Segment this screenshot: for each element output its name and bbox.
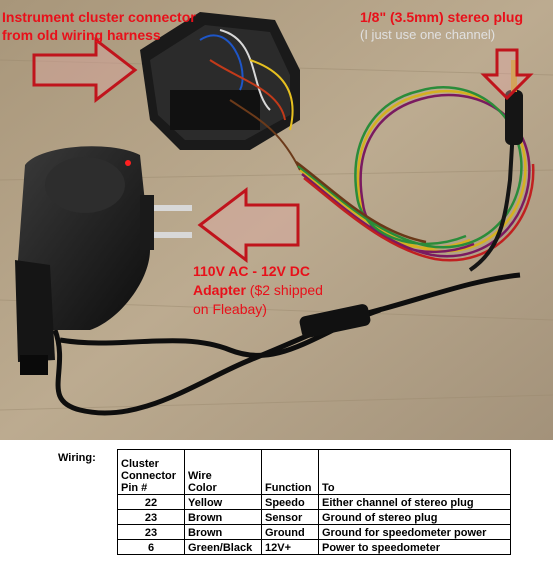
table-row: 23 Brown Ground Ground for speedometer p… (117, 524, 511, 540)
header-function: Function (261, 449, 319, 495)
cell-to: Either channel of stereo plug (318, 494, 511, 510)
cell-color: Yellow (184, 494, 262, 510)
cell-function: Speedo (261, 494, 319, 510)
adapter-label-line1: 110V AC - 12V DC (193, 263, 310, 279)
cell-pin: 22 (117, 494, 185, 510)
wiring-photo: Instrument cluster connector from old wi… (0, 0, 553, 440)
wiring-table: Cluster Connector Pin # Wire Color Funct… (117, 449, 511, 555)
cell-pin: 23 (117, 509, 185, 525)
wiring-header-row: Cluster Connector Pin # Wire Color Funct… (117, 449, 511, 495)
table-row: 23 Brown Sensor Ground of stereo plug (117, 509, 511, 525)
plug-title: 1/8" (3.5mm) stereo plug (360, 9, 524, 25)
wiring-label: Wiring: (58, 452, 96, 464)
cell-pin: 23 (117, 524, 185, 540)
header-pin: Cluster Connector Pin # (117, 449, 185, 495)
cell-function: Sensor (261, 509, 319, 525)
connector-label-line2: from old wiring harness (2, 27, 161, 43)
table-row: 6 Green/Black 12V+ Power to speedometer (117, 539, 511, 555)
cell-color: Brown (184, 524, 262, 540)
connector-label-line1: Instrument cluster connector (2, 9, 196, 25)
arrow-down-icon (480, 48, 534, 101)
header-to: To (318, 449, 511, 495)
adapter-label-line3: on Fleabay) (193, 301, 267, 317)
cell-to: Ground of stereo plug (318, 509, 511, 525)
table-row: 22 Yellow Speedo Either channel of stere… (117, 494, 511, 510)
plug-annotation: 1/8" (3.5mm) stereo plug (I just use one… (360, 8, 523, 44)
plug-note: (I just use one channel) (360, 27, 496, 42)
cell-function: 12V+ (261, 539, 319, 555)
adapter-price: ($2 shipped (245, 282, 323, 298)
adapter-label-bold: Adapter (193, 282, 246, 298)
header-color: Wire Color (184, 449, 262, 495)
connector-annotation: Instrument cluster connector from old wi… (2, 8, 196, 44)
cell-to: Power to speedometer (318, 539, 511, 555)
cell-color: Brown (184, 509, 262, 525)
arrow-right-icon (32, 36, 138, 104)
cell-function: Ground (261, 524, 319, 540)
arrow-left-icon (197, 186, 300, 264)
wall-adapter (15, 146, 192, 375)
cell-to: Ground for speedometer power (318, 524, 511, 540)
cell-pin: 6 (117, 539, 185, 555)
adapter-annotation: 110V AC - 12V DC Adapter ($2 shipped on … (193, 262, 323, 319)
cell-color: Green/Black (184, 539, 262, 555)
